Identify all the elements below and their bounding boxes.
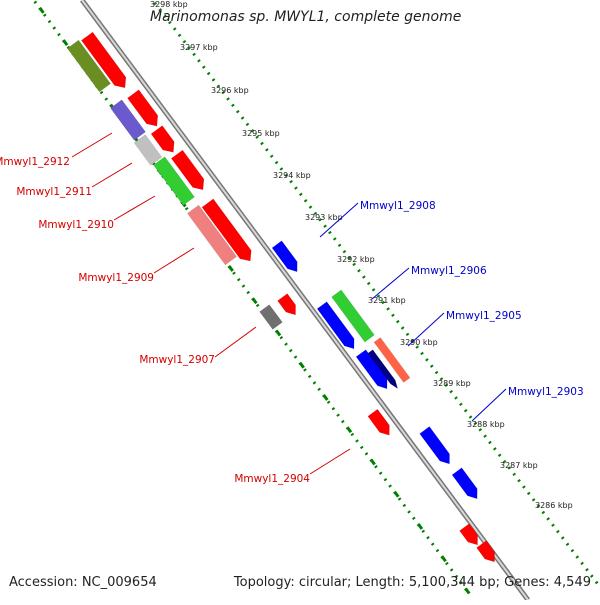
cds-forward	[81, 31, 127, 89]
label-leader-line	[71, 132, 113, 158]
tick-label: 3292 kbp	[337, 255, 375, 264]
label-leader-line	[153, 247, 195, 274]
gene-label-forward: Mmwyl1_2909	[78, 272, 154, 284]
tick-label: 3290 kbp	[400, 338, 438, 347]
tick-label: 3296 kbp	[211, 86, 249, 95]
cds-reverse	[271, 240, 298, 273]
label-leader-line	[471, 388, 507, 422]
cds-reverse	[419, 426, 450, 465]
gene-label-forward: Mmwyl1_2904	[234, 473, 310, 485]
label-leader-line	[214, 326, 257, 358]
label-leader-line	[371, 267, 410, 300]
cds-forward	[150, 125, 175, 153]
label-leader-line	[319, 202, 359, 238]
gene-label-forward: Mmwyl1_2911	[16, 186, 92, 198]
gene-labels: Mmwyl1_2912Mmwyl1_2911Mmwyl1_2910Mmwyl1_…	[0, 132, 584, 485]
label-leader-line	[91, 162, 133, 188]
cds-reverse	[355, 349, 388, 390]
tick-label: 3295 kbp	[242, 129, 280, 138]
page-title: Marinomonas sp. MWYL1, complete genome	[150, 9, 462, 25]
genome-summary-text: Topology: circular; Length: 5,100,344 bp…	[233, 575, 591, 590]
tick-label: 3286 kbp	[535, 501, 573, 510]
cds-forward	[277, 293, 296, 316]
cds-forward	[459, 523, 478, 546]
cog-feature	[259, 304, 283, 330]
tick-label: 3294 kbp	[273, 171, 311, 180]
cds-reverse	[316, 301, 355, 350]
tick-label: 3293 kbp	[305, 213, 343, 222]
cds-forward	[170, 149, 205, 191]
cog-feature	[110, 99, 146, 141]
label-leader-line	[407, 312, 445, 347]
genome-backbone-highlight	[81, 0, 529, 601]
tick-label: 3288 kbp	[467, 420, 505, 429]
gene-label-forward: Mmwyl1_2907	[139, 354, 215, 366]
gene-label-reverse: Mmwyl1_2903	[508, 386, 584, 398]
gene-label-reverse: Mmwyl1_2905	[446, 310, 522, 322]
cog-feature	[187, 204, 237, 266]
cog-feature	[153, 156, 195, 206]
label-leader-line	[113, 195, 156, 221]
cds-forward	[476, 540, 495, 563]
cog-feature	[133, 134, 163, 166]
cog-feature	[373, 337, 411, 383]
tick-label: 3289 kbp	[433, 379, 471, 388]
cog-feature	[67, 39, 111, 93]
gene-label-forward: Mmwyl1_2912	[0, 156, 70, 168]
accession-text: Accession: NC_009654	[9, 575, 157, 590]
gene-label-reverse: Mmwyl1_2908	[360, 200, 436, 212]
cds-reverse	[451, 467, 478, 500]
inner-ring-dashes	[32, 0, 476, 601]
tick-marks: 3298 kbp 3297 kbp 3296 kbp 3295 kbp 3294 kbp…	[150, 0, 573, 510]
gene-label-forward: Mmwyl1_2910	[38, 219, 114, 231]
gene-label-reverse: Mmwyl1_2906	[411, 265, 487, 277]
cds-forward	[201, 198, 252, 262]
cds-forward	[127, 89, 159, 127]
gene-features	[67, 31, 495, 563]
cog-feature	[331, 289, 375, 343]
tick-label: 3297 kbp	[180, 43, 218, 52]
cds-reverse	[367, 349, 399, 390]
cds-forward	[367, 408, 390, 436]
tick-label: 3298 kbp	[150, 0, 188, 9]
tick-label: 3287 kbp	[500, 461, 538, 470]
tick-label: 3291 kbp	[368, 296, 406, 305]
label-leader-line	[309, 448, 351, 475]
